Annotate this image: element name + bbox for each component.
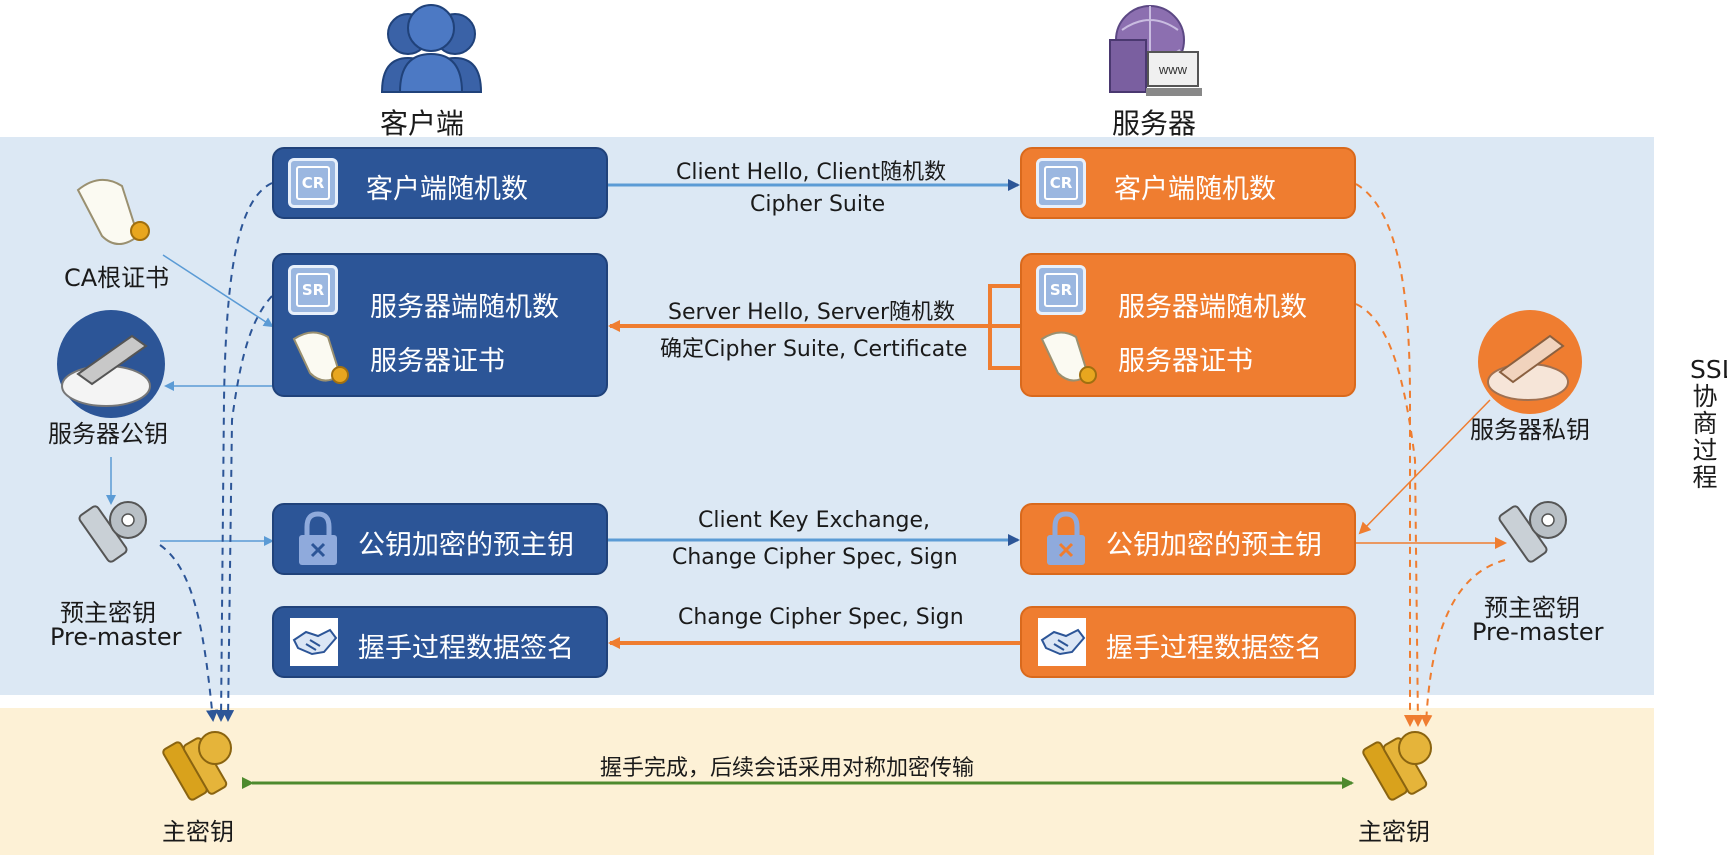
server-server-random-box: SR 服务器端随机数 服务器证书 (1020, 253, 1356, 397)
msg-server-hello-2: 确定Cipher Suite, Certificate (660, 337, 968, 362)
left-premaster-en-label: Pre-master (50, 623, 182, 651)
msg-key-exchange-2: Change Cipher Spec, Sign (672, 545, 958, 570)
server-server-cert-label: 服务器证书 (1118, 346, 1253, 377)
master-key-icon-left (162, 731, 232, 801)
right-premaster-label: 预主密钥 (1484, 594, 1580, 622)
server-client-random-box: CR 客户端随机数 (1020, 147, 1356, 219)
msg-client-hello-1: Client Hello, Client随机数 (676, 160, 947, 185)
server-private-key-label: 服务器私钥 (1470, 416, 1590, 444)
right-master-key-label: 主密钥 (1358, 818, 1430, 846)
handshake-icon (290, 618, 338, 666)
server-globe-icon: www (1109, 5, 1202, 96)
server-client-random-label: 客户端随机数 (1114, 174, 1276, 205)
lock-icon (1047, 511, 1085, 565)
server-encrypted-premaster-label: 公钥加密的预主钥 (1106, 530, 1322, 561)
public-key-icon (57, 310, 165, 418)
server-server-random-label: 服务器端随机数 (1118, 292, 1307, 323)
msg-change-cipher: Change Cipher Spec, Sign (678, 605, 964, 630)
private-key-icon (1478, 310, 1582, 414)
chip-icon: SR (288, 265, 338, 315)
key-icon (1498, 501, 1567, 563)
svg-text:www: www (1158, 62, 1188, 77)
side-label: SSL协商过程 (1690, 355, 1727, 492)
client-random-box: CR 客户端随机数 (272, 147, 608, 219)
msg-client-hello-2: Cipher Suite (750, 192, 886, 217)
certificate-icon (292, 331, 349, 384)
chip-icon: CR (288, 158, 338, 208)
left-master-key-label: 主密钥 (162, 818, 234, 846)
handshake-icon (1038, 618, 1086, 666)
users-icon (380, 4, 483, 93)
encrypted-premaster-box: 公钥加密的预主钥 (272, 503, 608, 575)
server-random-box: SR 服务器端随机数 服务器证书 (272, 253, 608, 397)
msg-handshake-complete: 握手完成，后续会话采用对称加密传输 (600, 756, 975, 781)
key-icon (78, 501, 147, 563)
encrypted-premaster-label: 公钥加密的预主钥 (358, 530, 574, 561)
msg-key-exchange-1: Client Key Exchange, (698, 508, 931, 533)
msg-server-hello-1: Server Hello, Server随机数 (668, 300, 956, 325)
right-premaster-en-label: Pre-master (1472, 618, 1604, 646)
chip-icon: SR (1036, 265, 1086, 315)
handshake-sign-label: 握手过程数据签名 (358, 633, 574, 664)
server-hello-bracket (988, 284, 1020, 370)
negotiation-band (0, 137, 1654, 695)
lock-icon (299, 511, 337, 565)
certificate-icon (76, 179, 150, 245)
ca-root-cert-label: CA根证书 (64, 264, 170, 292)
server-public-key-label: 服务器公钥 (48, 420, 168, 448)
server-encrypted-premaster-box: 公钥加密的预主钥 (1020, 503, 1356, 575)
server-title: 服务器 (1112, 107, 1197, 140)
left-premaster-label: 预主密钥 (60, 599, 156, 627)
server-handshake-sign-box: 握手过程数据签名 (1020, 606, 1356, 678)
client-title: 客户端 (380, 107, 465, 140)
server-cert-label: 服务器证书 (370, 346, 505, 377)
master-key-icon-right (1362, 731, 1432, 801)
server-random-label: 服务器端随机数 (370, 292, 559, 323)
chip-icon: CR (1036, 158, 1086, 208)
client-random-label: 客户端随机数 (366, 174, 528, 205)
handshake-sign-box: 握手过程数据签名 (272, 606, 608, 678)
certificate-icon (1040, 331, 1097, 384)
server-handshake-sign-label: 握手过程数据签名 (1106, 633, 1322, 664)
